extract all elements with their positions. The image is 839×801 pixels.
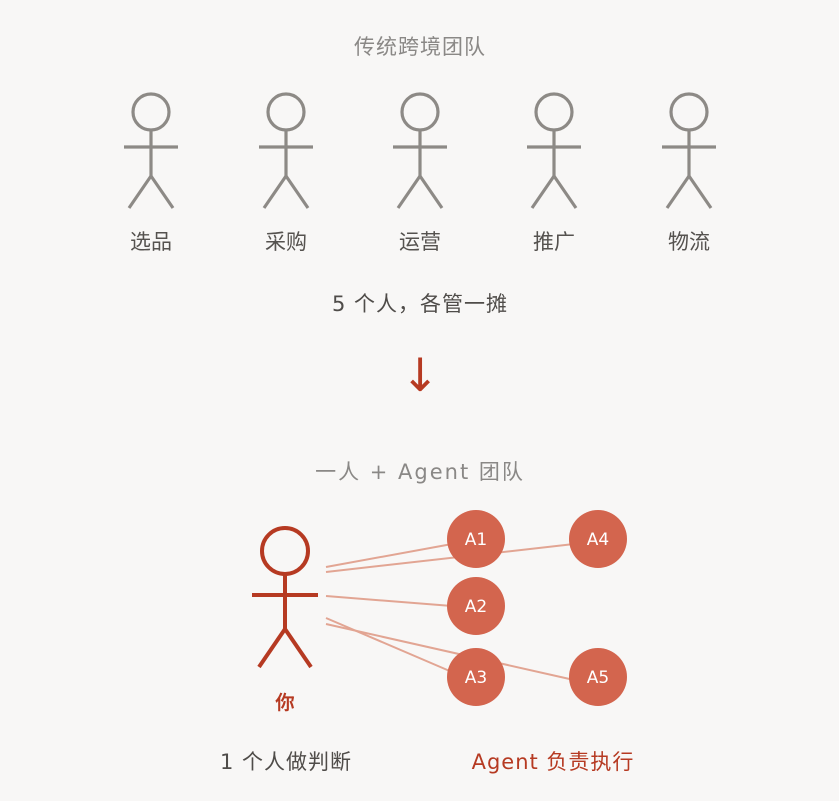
role-label-promotion: 推广 [533,230,575,254]
execution-caption: Agent 负责执行 [471,750,635,774]
agent-a4: A4 [569,510,627,568]
you-label: 你 [275,692,295,714]
agent-a5: A5 [569,648,627,706]
traditional-team-summary: 5 个人，各管一摊 [331,292,509,316]
agent-team-title: 一人 + Agent 团队 [315,460,525,484]
stick-figure-purchasing [259,92,313,209]
agent-a2: A2 [447,577,505,635]
agent-a5-label: A5 [587,668,609,688]
agent-a1: A1 [447,510,505,568]
agent-a3: A3 [447,648,505,706]
agent-a1-label: A1 [465,530,487,550]
agent-a4-label: A4 [587,530,609,550]
agent-connectors [325,543,575,681]
stick-figure-selection [124,92,178,209]
agent-a3-label: A3 [465,668,487,688]
traditional-team-title: 传统跨境团队 [354,35,486,59]
down-arrow-icon: ↓ [400,348,440,402]
stick-figure-you [252,526,318,669]
role-label-selection: 选品 [130,230,172,254]
role-label-logistics: 物流 [668,230,710,254]
stick-figure-logistics [662,92,716,209]
stick-figure-promotion [527,92,581,209]
role-label-operations: 运营 [399,230,441,254]
judgment-caption: 1 个人做判断 [219,750,353,774]
stick-figure-operations [393,92,447,209]
role-label-purchasing: 采购 [265,230,307,254]
agent-a2-label: A2 [465,597,487,617]
